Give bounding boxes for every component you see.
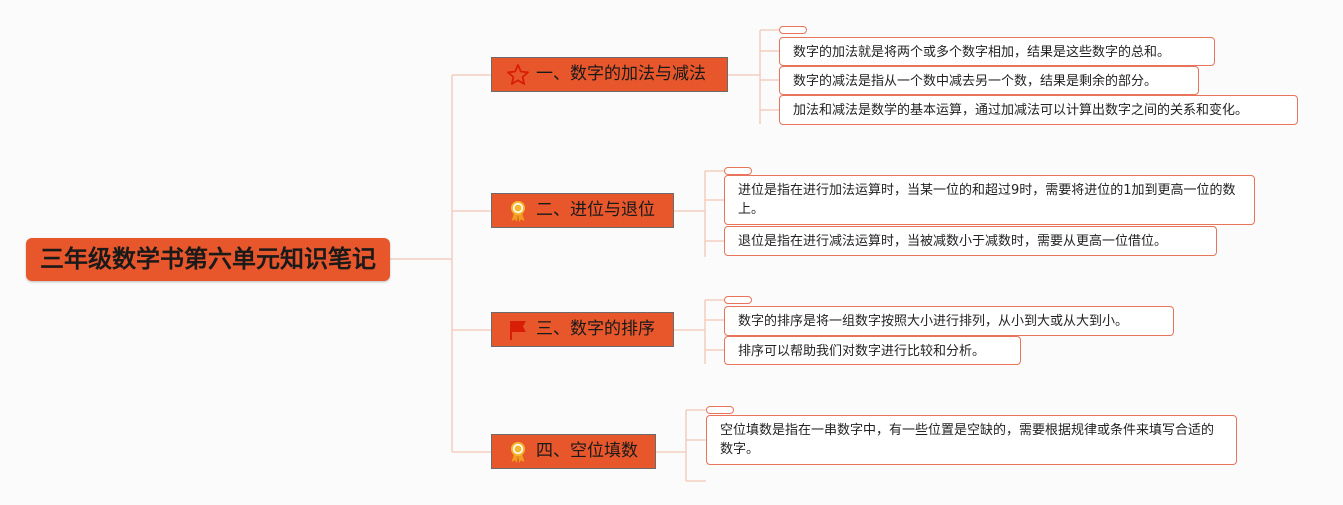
topic-carry-borrow[interactable]: 二、进位与退位 <box>491 193 674 228</box>
note-item[interactable]: 排序可以帮助我们对数字进行比较和分析。 <box>724 336 1021 365</box>
topic-addition-subtraction[interactable]: 一、数字的加法与减法 <box>491 57 728 92</box>
topic-number-sorting[interactable]: 三、数字的排序 <box>491 312 674 347</box>
note-item[interactable]: 进位是指在进行加法运算时，当某一位的和超过9时，需要将进位的1加到更高一位的数上… <box>724 175 1255 225</box>
note-item[interactable]: 空位填数是指在一串数字中，有一些位置是空缺的，需要根据规律或条件来填写合适的数字… <box>706 415 1237 465</box>
award-ribbon-icon <box>506 440 530 464</box>
award-ribbon-icon <box>506 199 530 223</box>
topic-label: 三、数字的排序 <box>536 319 655 339</box>
note-tag <box>724 167 752 175</box>
note-item[interactable]: 退位是指在进行减法运算时，当被减数小于减数时，需要从更高一位借位。 <box>724 226 1217 256</box>
note-item[interactable]: 加法和减法是数学的基本运算，通过加减法可以计算出数字之间的关系和变化。 <box>779 95 1298 125</box>
note-tag <box>779 26 807 34</box>
topic-label: 四、空位填数 <box>536 441 638 461</box>
topic-fill-in-blanks[interactable]: 四、空位填数 <box>491 434 656 469</box>
topic-label: 二、进位与退位 <box>536 200 655 220</box>
star-icon <box>506 63 530 87</box>
topic-label: 一、数字的加法与减法 <box>536 64 706 84</box>
note-item[interactable]: 数字的加法就是将两个或多个数字相加，结果是这些数字的总和。 <box>779 37 1215 66</box>
root-topic[interactable]: 三年级数学书第六单元知识笔记 <box>26 238 390 281</box>
note-item[interactable]: 数字的排序是将一组数字按照大小进行排列，从小到大或从大到小。 <box>724 306 1174 336</box>
note-tag <box>706 406 734 414</box>
flag-icon <box>506 318 530 342</box>
note-item[interactable]: 数字的减法是指从一个数中减去另一个数，结果是剩余的部分。 <box>779 66 1199 95</box>
note-tag <box>724 296 752 304</box>
